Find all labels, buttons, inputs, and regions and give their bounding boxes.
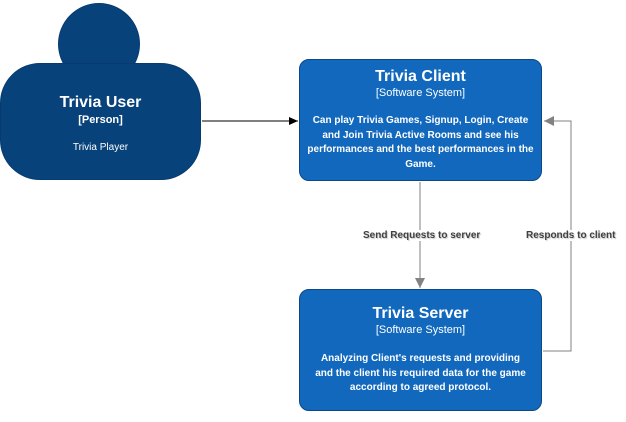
server-name: Trivia Server [372, 305, 469, 322]
person-description: Trivia Player [72, 142, 129, 153]
send-requests-label: Send Requests to server [362, 230, 482, 241]
client-description: Can play Trivia Games, Signup, Login, Cr… [307, 115, 534, 170]
person-trivia-user: Trivia User [Person] Trivia Player [0, 63, 201, 180]
system-trivia-server: Trivia Server [Software System] Analyzin… [299, 289, 542, 411]
client-type: [Software System] [375, 87, 466, 99]
server-description: Analyzing Client's requests and providin… [315, 353, 526, 393]
client-name: Trivia Client [375, 68, 466, 85]
system-trivia-client: Trivia Client [Software System] Can play… [299, 59, 542, 181]
person-name: Trivia User [59, 94, 142, 111]
person-type: [Person] [78, 114, 123, 126]
server-type: [Software System] [375, 324, 466, 336]
responds-label: Responds to client [525, 230, 617, 241]
